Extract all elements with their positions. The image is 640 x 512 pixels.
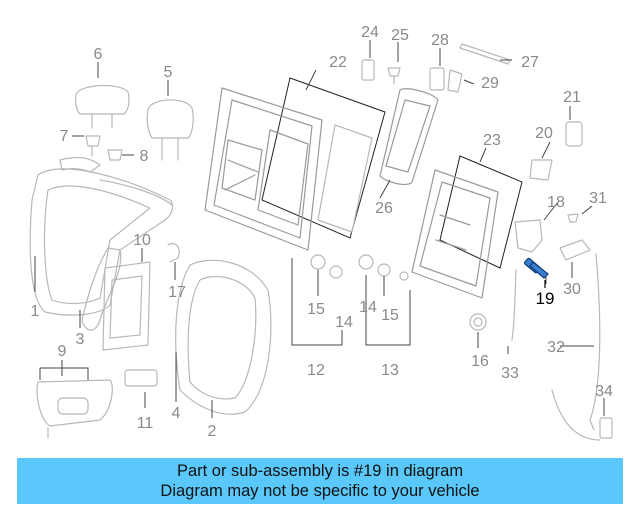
- part-latch-assembly: [511, 121, 613, 441]
- part-bracket-17: [167, 242, 180, 263]
- part-cap-11: [124, 369, 158, 387]
- callout-14-right: 14: [359, 299, 377, 316]
- banner-line-1: Part or sub-assembly is #19 in diagram: [176, 462, 464, 480]
- part-guide-7: [85, 135, 101, 157]
- callout-20: 20: [535, 125, 553, 142]
- callout-1: 1: [31, 303, 40, 320]
- callout-22: 22: [329, 54, 347, 71]
- callout-29: 29: [481, 75, 499, 92]
- callout-4: 4: [172, 405, 181, 422]
- callout-24: 24: [361, 24, 379, 41]
- banner-line-2: Diagram may not be specific to your vehi…: [160, 482, 480, 500]
- callout-17: 17: [168, 284, 186, 301]
- callout-25: 25: [391, 27, 409, 44]
- callout-28: 28: [431, 32, 449, 49]
- callout-16: 16: [471, 353, 489, 370]
- part-headrest-6: [75, 84, 130, 129]
- leader-lines: [34, 40, 605, 418]
- callout-9: 9: [58, 343, 67, 360]
- callout-7: 7: [60, 128, 69, 145]
- parts-diagram: 6 5 7 8 1 3 9 10 17 11 4 2 22 15 14 12 1…: [29, 24, 613, 441]
- callout-19[interactable]: 19: [536, 289, 555, 308]
- part-frame-10: [102, 261, 151, 351]
- callout-12: 12: [307, 362, 325, 379]
- part-guide-8: [107, 149, 123, 161]
- part-19-highlighted[interactable]: [523, 257, 549, 279]
- callout-5: 5: [164, 64, 173, 81]
- part-frame-left: [204, 77, 386, 251]
- part-frame-right: [411, 155, 523, 299]
- callout-15-right: 15: [381, 307, 399, 324]
- part-headrest-5: [146, 99, 194, 161]
- callout-2: 2: [208, 423, 217, 440]
- callout-6: 6: [94, 46, 103, 63]
- part-armrest-9: [36, 379, 113, 439]
- callout-34: 34: [595, 383, 613, 400]
- callout-15-left: 15: [307, 301, 325, 318]
- callout-3: 3: [76, 331, 85, 348]
- callout-11: 11: [137, 415, 154, 432]
- callout-23: 23: [483, 132, 501, 149]
- callout-30: 30: [563, 281, 581, 298]
- callout-14-left: 14: [335, 314, 353, 331]
- part-lower-cover-2-4: [175, 259, 272, 415]
- part-clips-top: [361, 43, 511, 93]
- callout-26: 26: [375, 200, 393, 217]
- callout-18: 18: [547, 194, 565, 211]
- callout-8: 8: [140, 148, 149, 165]
- callout-33: 33: [501, 365, 519, 382]
- part-backrest-cushion: [29, 156, 174, 316]
- callout-21: 21: [563, 89, 581, 106]
- callout-27: 27: [521, 54, 539, 71]
- callout-32: 32: [547, 339, 565, 356]
- callout-13: 13: [381, 362, 399, 379]
- part-backrest-side-trim: [81, 247, 122, 331]
- callout-10: 10: [133, 232, 151, 249]
- part-armrest-panel-26: [379, 88, 439, 186]
- info-banner: Part or sub-assembly is #19 in diagram D…: [17, 458, 623, 504]
- callout-31: 31: [589, 190, 607, 207]
